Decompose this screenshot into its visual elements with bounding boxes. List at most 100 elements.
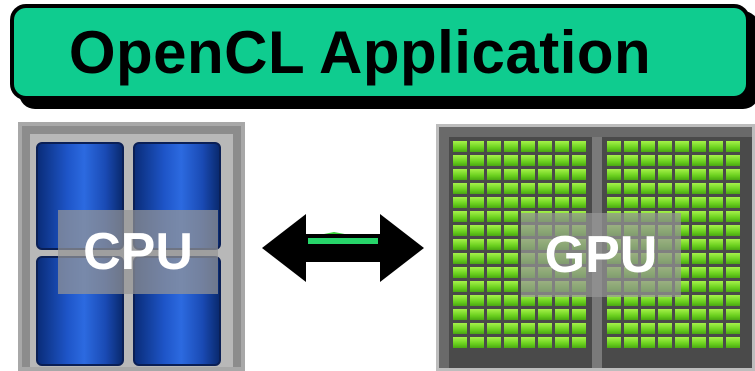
gpu-core	[504, 155, 518, 166]
gpu-core	[726, 141, 740, 152]
gpu-core	[692, 155, 706, 166]
gpu-core	[504, 183, 518, 194]
gpu-core	[658, 169, 672, 180]
gpu-core	[504, 337, 518, 348]
gpu-core	[504, 267, 518, 278]
gpu-core	[487, 169, 501, 180]
gpu-core	[555, 295, 569, 306]
gpu-core	[692, 295, 706, 306]
gpu-core	[692, 253, 706, 264]
gpu-core	[692, 141, 706, 152]
gpu-core	[521, 295, 535, 306]
gpu-core	[675, 253, 689, 264]
gpu-core	[624, 155, 638, 166]
gpu-core	[675, 267, 689, 278]
gpu-core	[658, 295, 672, 306]
gpu-core	[521, 141, 535, 152]
gpu-core	[572, 295, 586, 306]
gpu-core	[487, 239, 501, 250]
gpu-core	[521, 337, 535, 348]
gpu-core	[675, 211, 689, 222]
gpu-core	[607, 295, 621, 306]
gpu-core	[726, 253, 740, 264]
gpu-core	[726, 337, 740, 348]
gpu-label-box: GPU	[521, 213, 681, 297]
gpu-core	[572, 197, 586, 208]
gpu-core	[607, 197, 621, 208]
gpu-core	[487, 267, 501, 278]
gpu-core	[487, 309, 501, 320]
gpu-core	[709, 295, 723, 306]
gpu-core	[675, 141, 689, 152]
gpu-core	[641, 337, 655, 348]
gpu-core	[555, 183, 569, 194]
gpu-core	[607, 155, 621, 166]
gpu-core	[521, 155, 535, 166]
gpu-core	[487, 337, 501, 348]
gpu-core	[624, 197, 638, 208]
gpu-core	[487, 281, 501, 292]
bidirectional-arrow-icon	[262, 214, 424, 282]
gpu-core	[726, 239, 740, 250]
title-banner: OpenCL Application	[10, 4, 750, 100]
gpu-core	[709, 267, 723, 278]
gpu-core	[504, 323, 518, 334]
gpu-core	[555, 141, 569, 152]
gpu-core	[709, 281, 723, 292]
diagram-title: OpenCL Application	[68, 18, 652, 86]
gpu-core	[538, 309, 552, 320]
cpu-label: CPU	[83, 223, 193, 281]
gpu-core	[504, 197, 518, 208]
gpu-core	[709, 169, 723, 180]
gpu-core	[692, 225, 706, 236]
gpu-core	[572, 155, 586, 166]
gpu-core	[692, 323, 706, 334]
gpu-core	[726, 295, 740, 306]
gpu-core	[726, 169, 740, 180]
gpu-core	[726, 155, 740, 166]
gpu-core	[453, 225, 467, 236]
gpu-core	[453, 197, 467, 208]
gpu-core	[624, 169, 638, 180]
gpu-core	[555, 323, 569, 334]
gpu-core	[572, 337, 586, 348]
gpu-core	[470, 337, 484, 348]
gpu-core	[453, 141, 467, 152]
gpu-core	[504, 211, 518, 222]
gpu-core	[624, 323, 638, 334]
gpu-core	[692, 183, 706, 194]
gpu-core	[470, 155, 484, 166]
gpu-core	[487, 141, 501, 152]
gpu-core	[675, 197, 689, 208]
gpu-core	[658, 309, 672, 320]
gpu-core	[487, 253, 501, 264]
gpu-core	[658, 155, 672, 166]
gpu-core	[521, 309, 535, 320]
gpu-core	[555, 337, 569, 348]
gpu-core	[453, 267, 467, 278]
gpu-core	[453, 323, 467, 334]
gpu-core	[726, 267, 740, 278]
gpu-core	[624, 309, 638, 320]
gpu-core	[572, 323, 586, 334]
gpu-core	[709, 253, 723, 264]
gpu-core	[453, 211, 467, 222]
gpu-core	[470, 239, 484, 250]
gpu-core	[538, 155, 552, 166]
gpu-core	[538, 323, 552, 334]
gpu-core	[658, 183, 672, 194]
gpu-core	[521, 197, 535, 208]
gpu-core	[624, 295, 638, 306]
gpu-core	[675, 239, 689, 250]
gpu-core	[470, 225, 484, 236]
gpu-core	[538, 183, 552, 194]
gpu-core	[521, 183, 535, 194]
gpu-core	[470, 169, 484, 180]
gpu-core	[692, 197, 706, 208]
gpu-core	[726, 183, 740, 194]
gpu-core	[487, 155, 501, 166]
gpu-core	[641, 169, 655, 180]
gpu-core	[538, 197, 552, 208]
gpu-core	[538, 169, 552, 180]
gpu-core	[487, 197, 501, 208]
